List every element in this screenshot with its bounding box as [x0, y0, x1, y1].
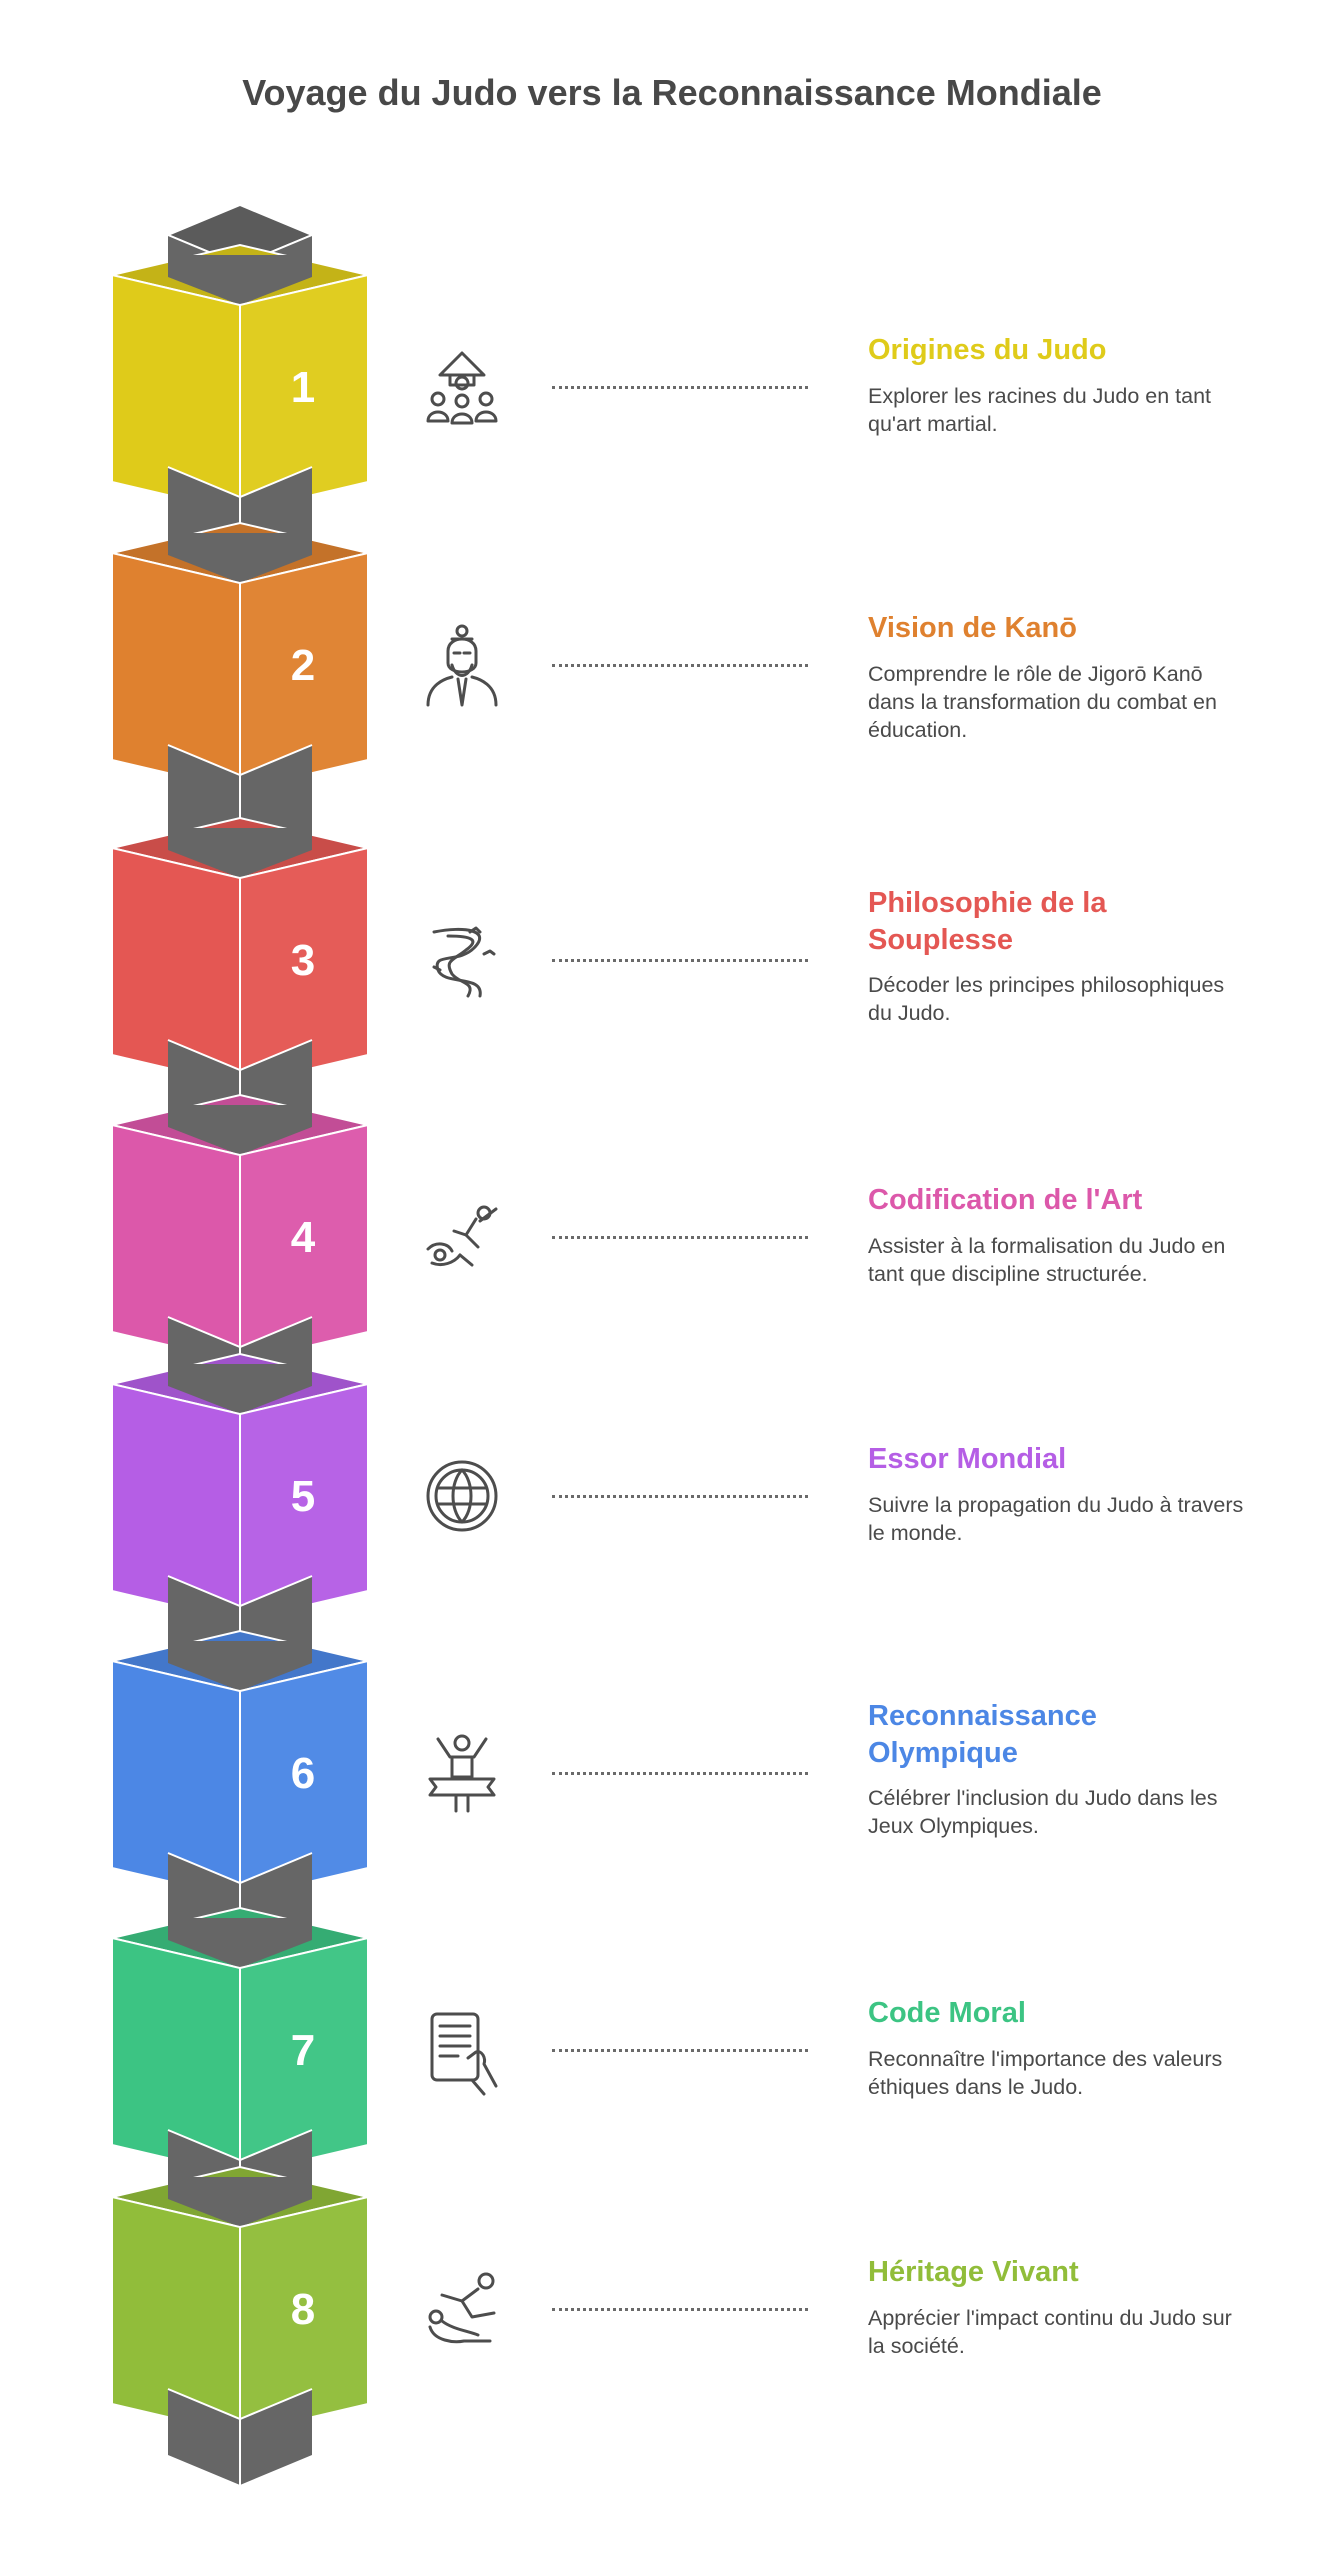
step-description: Comprendre le rôle de Jigorō Kanō dans l… [868, 662, 1217, 742]
step-number: 1 [291, 363, 315, 412]
step-cube: 7 [111, 1906, 369, 2177]
pillar-segment-bottom [167, 2388, 313, 2485]
step-description: Apprécier l'impact continu du Judo sur l… [868, 2306, 1232, 2358]
step-title: Origines du Judo [868, 334, 1107, 366]
step-cube: 6 [111, 1629, 369, 1900]
step-title: Essor Mondial [868, 1443, 1067, 1475]
step-cube: 2 [111, 521, 369, 792]
step-cube: 8 [111, 2165, 369, 2436]
page-title: Voyage du Judo vers la Reconnaissance Mo… [242, 72, 1102, 113]
step-description: Reconnaître l'importance des valeurs éth… [868, 2047, 1223, 2099]
judo-throw-icon [414, 1189, 510, 1285]
globe-icon [414, 1448, 510, 1544]
step-description: Célébrer l'inclusion du Judo dans les Je… [868, 1786, 1218, 1838]
step-title: Code Moral [868, 1997, 1026, 2029]
pagoda-people-icon [414, 339, 510, 435]
victory-podium-icon [414, 1725, 510, 1821]
step-number: 8 [291, 2285, 315, 2334]
step-title: Vision de Kanō [868, 612, 1077, 644]
step-number: 2 [291, 641, 315, 690]
step-title: Héritage Vivant [868, 2256, 1079, 2288]
step-number: 6 [291, 1749, 315, 1798]
step-cube: 5 [111, 1352, 369, 1623]
step-cube: 3 [111, 816, 369, 1087]
master-portrait-icon [414, 617, 510, 713]
step-leader-line [552, 2049, 808, 2052]
step-cube: 4 [111, 1093, 369, 1364]
step-description: Assister à la formalisation du Judo en t… [868, 1234, 1226, 1286]
step-number: 3 [291, 936, 315, 985]
step-leader-line [552, 664, 808, 667]
winding-river-icon [414, 912, 510, 1008]
step-leader-line [552, 1495, 808, 1498]
step-description: Explorer les racines du Judo en tant qu'… [868, 384, 1212, 436]
step-title: Codification de l'Art [868, 1184, 1143, 1216]
step-leader-line [552, 1236, 808, 1239]
step-number: 7 [291, 2026, 315, 2075]
step-description: Suivre la propagation du Judo à travers … [868, 1493, 1244, 1545]
step-leader-line [552, 2308, 808, 2311]
step-leader-line [552, 386, 808, 389]
step-title: Philosophie de la Souplesse [868, 887, 1107, 956]
step-leader-line [552, 959, 808, 962]
step-title: Reconnaissance Olympique [868, 1700, 1097, 1769]
step-leader-line [552, 1772, 808, 1775]
step-number: 5 [291, 1472, 315, 1521]
step-number: 4 [291, 1213, 316, 1262]
step-description: Décoder les principes philosophiques du … [868, 973, 1225, 1025]
tablet-hand-icon [414, 2002, 510, 2098]
grappling-figures-icon [414, 2261, 510, 2357]
step-cube: 1 [111, 243, 369, 514]
